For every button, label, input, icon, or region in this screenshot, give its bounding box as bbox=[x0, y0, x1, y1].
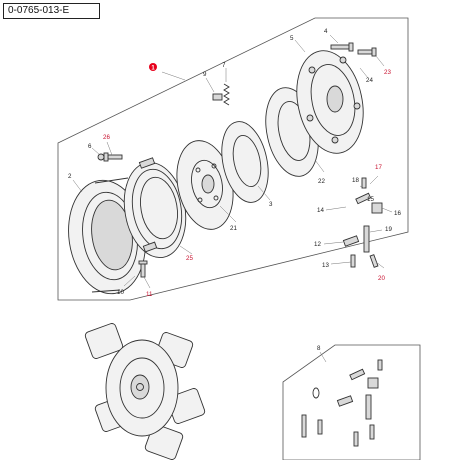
part-linkage bbox=[342, 177, 383, 268]
callout-1: 1 bbox=[151, 66, 155, 72]
callout-6: 6 bbox=[88, 143, 92, 150]
callout-21: 21 bbox=[230, 225, 237, 232]
part-pin-bottom bbox=[138, 260, 148, 278]
callout-18: 18 bbox=[352, 177, 359, 184]
part-sub-linkage bbox=[301, 359, 383, 447]
part-paddle-clutch-disc bbox=[84, 323, 206, 460]
callout-4: 4 bbox=[324, 28, 328, 35]
callout-20: 20 bbox=[378, 275, 385, 282]
callout-11: 11 bbox=[146, 291, 153, 298]
callout-24: 24 bbox=[366, 77, 373, 84]
callouts: 1 2 3 4 5 6 7 9 10 11 12 13 14 15 16 17 … bbox=[68, 28, 401, 352]
callout-5: 5 bbox=[290, 35, 294, 42]
reference-label: 0-0765-013-E bbox=[3, 3, 100, 19]
callout-13: 13 bbox=[322, 262, 329, 269]
callout-1-marker bbox=[149, 63, 157, 71]
callout-10: 10 bbox=[117, 289, 124, 296]
callout-26: 26 bbox=[103, 134, 110, 141]
callout-17: 17 bbox=[375, 164, 382, 171]
part-clutch-cover bbox=[296, 50, 364, 154]
part-friction-disc bbox=[221, 121, 269, 203]
leader-lines bbox=[72, 34, 393, 363]
callout-15: 15 bbox=[367, 196, 374, 203]
callout-16: 16 bbox=[394, 210, 401, 217]
callout-14: 14 bbox=[317, 207, 324, 214]
callout-8: 8 bbox=[317, 345, 321, 352]
assembly-frame bbox=[57, 17, 409, 301]
callout-25: 25 bbox=[186, 255, 193, 262]
callout-22: 22 bbox=[318, 178, 325, 185]
callout-9: 9 bbox=[203, 71, 207, 78]
part-spring bbox=[212, 83, 230, 106]
callout-7: 7 bbox=[222, 62, 226, 69]
part-bolt-top bbox=[330, 42, 377, 57]
callout-12: 12 bbox=[314, 241, 321, 248]
sub-assembly-frame bbox=[282, 344, 421, 460]
part-bolt-left bbox=[97, 152, 123, 162]
callout-2: 2 bbox=[68, 173, 72, 180]
part-cover-plate bbox=[123, 157, 187, 259]
callout-23: 23 bbox=[384, 69, 391, 76]
callout-3: 3 bbox=[269, 201, 273, 208]
callout-19: 19 bbox=[385, 226, 392, 233]
